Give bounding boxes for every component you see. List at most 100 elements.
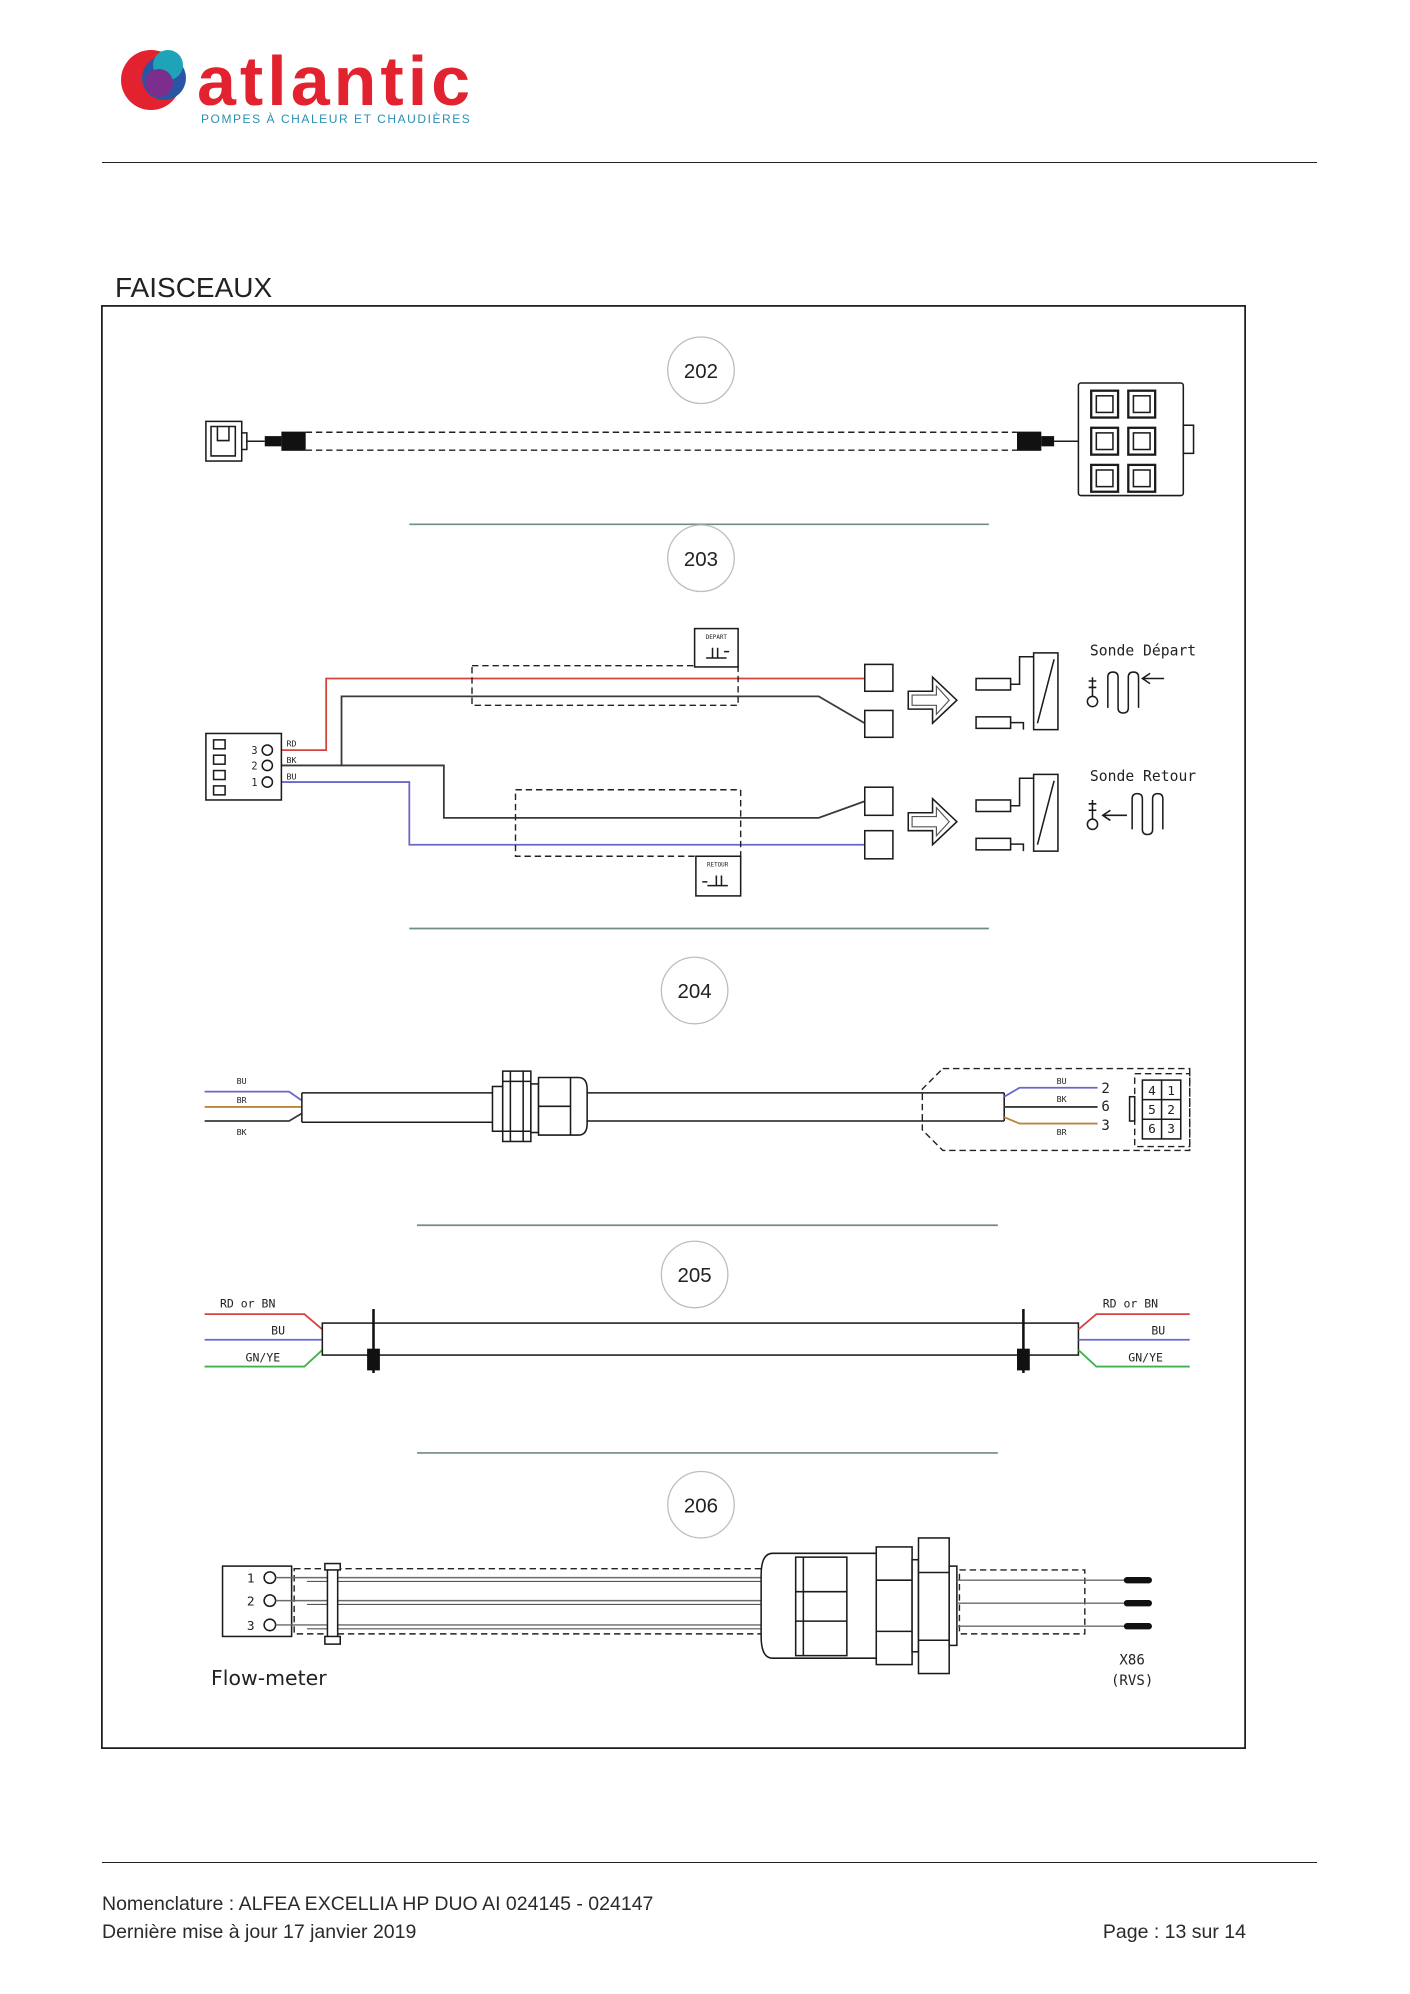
six-pin-connector: 4 1 5 2 6 3 — [1128, 1072, 1191, 1148]
wire-color-label: BR — [237, 1095, 247, 1105]
pin-label: 1 — [247, 1572, 255, 1587]
wire-color-label: BR — [1057, 1127, 1067, 1137]
harness-ref-label: 205 — [678, 1264, 712, 1287]
cable-sleeve — [1041, 436, 1055, 447]
heating-coil-icon — [1107, 671, 1140, 714]
wire-bu — [272, 781, 865, 846]
wire-color-label: BK — [237, 1127, 247, 1137]
tag-depart: DEPART — [693, 627, 739, 668]
harness-204: 204 BU BR BK BU BK BR 2 6 3 — [204, 956, 1191, 1152]
cable-clip — [324, 1562, 342, 1645]
tag-depart-label: DEPART — [706, 635, 728, 641]
sensor-depart-label: Sonde Départ — [1090, 642, 1196, 659]
terminal-sub-label: (RVS) — [1111, 1673, 1153, 1689]
pin-label: 3 — [247, 1619, 255, 1634]
wire-bk — [204, 1112, 303, 1122]
brand-wordmark: atlantic — [197, 42, 475, 120]
sensor-retour-label: Sonde Retour — [1090, 768, 1196, 785]
page-number: Page : 13 sur 14 — [1102, 1921, 1246, 1943]
ref-bubble — [660, 956, 729, 1025]
cable — [321, 1322, 1080, 1356]
ref-bubble — [667, 524, 735, 593]
wire-bu — [1003, 1086, 1098, 1098]
pin-label: 3 — [251, 746, 257, 757]
pin-number: 3 — [1101, 1118, 1109, 1134]
sensor-symbol-icon — [706, 647, 730, 659]
cell-label: 6 — [1148, 1122, 1156, 1137]
terminal-label: X86 — [1119, 1653, 1144, 1669]
pin-label: 1 — [251, 778, 257, 789]
terminal — [863, 663, 894, 693]
wire-terminal-tips — [1123, 1576, 1152, 1630]
header-rule — [102, 162, 1317, 163]
cable-gland — [491, 1070, 588, 1143]
wire-bk — [272, 695, 866, 767]
brand-tagline: POMPES À CHALEUR ET CHAUDIÈRES — [201, 112, 472, 126]
wire-color-label: BU — [237, 1076, 247, 1086]
harness-206: 206 1 2 3 — [211, 1470, 1153, 1690]
tag-retour-label: RETOUR — [707, 862, 729, 868]
wire-color-label: BK — [1057, 1094, 1067, 1104]
cell-label: 1 — [1167, 1084, 1175, 1099]
pin-label: 2 — [247, 1595, 255, 1610]
wire-rd — [272, 677, 865, 751]
atlantic-logo-icon — [121, 50, 186, 110]
harness-203: 203 3 2 1 RD BK BU DEPART — [205, 524, 1196, 897]
wire-color-label: BU — [1151, 1324, 1165, 1338]
cable-sleeve — [1017, 431, 1042, 451]
footer-rule — [102, 1862, 1317, 1863]
device-label: Flow-meter — [211, 1666, 327, 1690]
cell-label: 2 — [1167, 1103, 1175, 1118]
cable-sleeve — [281, 431, 306, 451]
wire-color-label: RD — [287, 738, 297, 748]
sensor-symbol-icon — [702, 875, 728, 887]
cable-sleeve — [264, 436, 282, 447]
cell-label: 3 — [1167, 1122, 1175, 1137]
diagram-frame — [101, 305, 1246, 1749]
harness-205: 205 RD or BN BU GN/YE RD or BN BU GN/YE — [204, 1240, 1190, 1373]
sensor-connector-depart — [975, 652, 1059, 731]
cable-sheath — [958, 1569, 1086, 1635]
arrow-left-icon — [1101, 809, 1128, 822]
cable — [301, 1092, 1005, 1124]
wire-color-label: BU — [1057, 1076, 1067, 1086]
thermometer-icon — [1086, 799, 1099, 831]
hollow-arrow-right-icon — [907, 675, 958, 726]
wire-bk — [341, 764, 866, 819]
pin-number: 2 — [1101, 1081, 1109, 1097]
footer-nomenclature: Nomenclature : ALFEA EXCELLIA HP DUO AI … — [102, 1893, 654, 1915]
cable-tie — [367, 1309, 380, 1373]
wires — [956, 1579, 1126, 1627]
connector-housing-outline — [921, 1067, 1191, 1152]
harness-ref-label: 202 — [684, 360, 718, 383]
terminal — [863, 829, 894, 860]
wires — [275, 1576, 768, 1626]
wire-br — [1003, 1116, 1098, 1125]
terminal — [863, 709, 894, 739]
wire-color-label: RD or BN — [1103, 1297, 1158, 1311]
tag-retour: RETOUR — [695, 855, 742, 897]
wire-color-label: GN/YE — [246, 1350, 281, 1364]
six-pin-connector — [1077, 382, 1195, 497]
wire-color-label: BU — [287, 772, 297, 782]
heating-coil-icon — [1131, 792, 1164, 836]
wire-bu — [204, 1090, 303, 1102]
wire-color-label: BK — [287, 755, 297, 765]
cable-gland — [760, 1537, 958, 1675]
wire-gnye — [204, 1349, 323, 1368]
section-title: FAISCEAUX — [115, 272, 273, 303]
sensor-connector-retour — [975, 773, 1059, 852]
cable — [246, 431, 1079, 451]
harness-ref-label: 204 — [678, 980, 712, 1003]
harness-ref-label: 206 — [684, 1494, 718, 1517]
wire-color-label: BU — [271, 1324, 285, 1338]
wire-color-label: GN/YE — [1128, 1350, 1163, 1364]
wire-gnye — [1077, 1349, 1190, 1368]
ref-bubble — [660, 1240, 729, 1309]
harness-202: 202 — [205, 336, 1195, 497]
pin-number: 6 — [1101, 1099, 1109, 1115]
pin-label: 2 — [251, 761, 257, 772]
arrow-left-icon — [1140, 672, 1165, 685]
thermometer-icon — [1086, 677, 1099, 708]
cell-label: 4 — [1148, 1084, 1156, 1099]
